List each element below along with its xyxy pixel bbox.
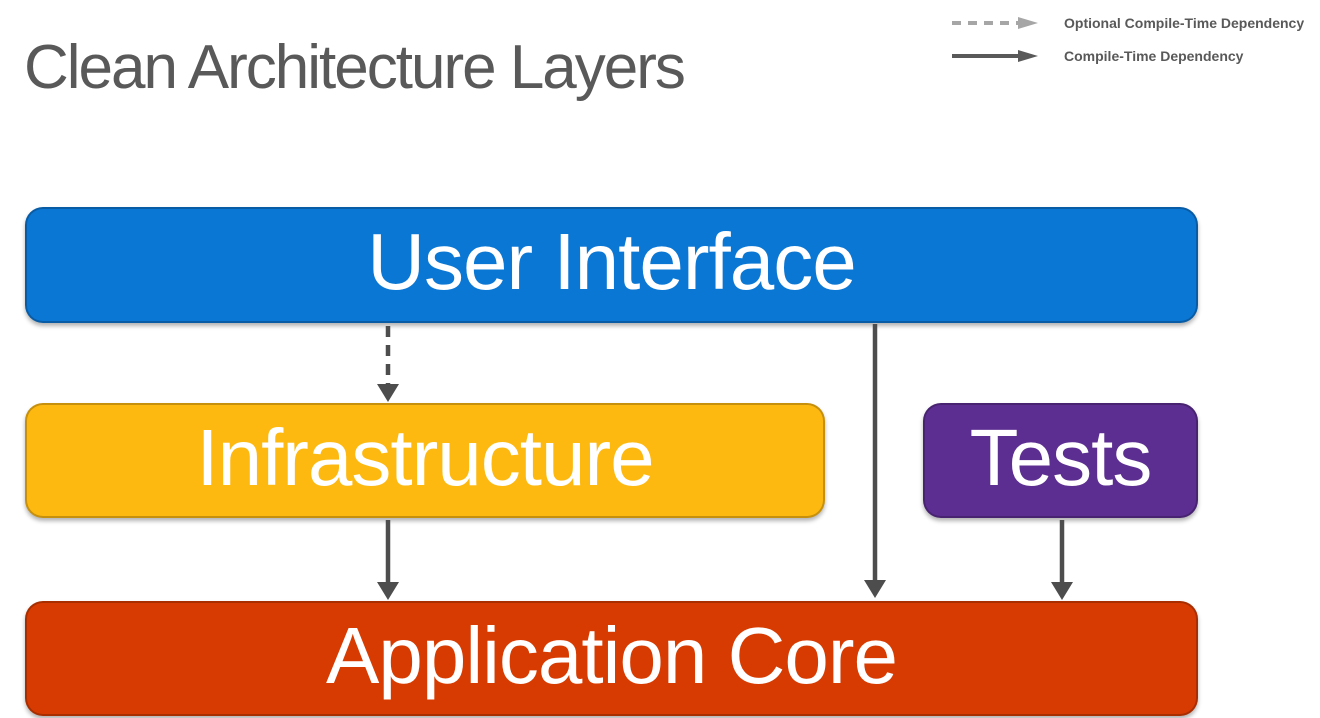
layer-box-user-interface: User Interface xyxy=(25,207,1198,323)
arrow-infrastructure-to-application-core xyxy=(377,520,399,600)
solid-arrow-icon xyxy=(952,50,1038,62)
layer-box-application-core: Application Core xyxy=(25,601,1198,716)
legend-item-optional-dependency: Optional Compile-Time Dependency xyxy=(950,12,1304,34)
layer-label-user-interface: User Interface xyxy=(367,217,856,306)
dashed-arrow-icon xyxy=(952,17,1038,29)
page-title: Clean Architecture Layers xyxy=(24,33,686,102)
arrow-ui-to-infrastructure xyxy=(377,326,399,402)
legend-label-optional-dependency: Optional Compile-Time Dependency xyxy=(1064,15,1305,31)
layer-label-infrastructure: Infrastructure xyxy=(196,412,654,502)
arrow-ui-to-application-core xyxy=(864,324,886,598)
arrow-tests-to-application-core xyxy=(1051,520,1073,600)
layer-box-infrastructure: Infrastructure xyxy=(25,403,825,518)
legend-item-compile-dependency: Compile-Time Dependency xyxy=(950,45,1304,67)
layer-label-tests: Tests xyxy=(969,412,1153,502)
layer-box-tests: Tests xyxy=(923,403,1198,518)
layer-label-application-core: Application Core xyxy=(326,610,898,700)
legend-label-compile-dependency: Compile-Time Dependency xyxy=(1064,48,1244,64)
legend: Optional Compile-Time Dependency Compile… xyxy=(950,12,1304,67)
